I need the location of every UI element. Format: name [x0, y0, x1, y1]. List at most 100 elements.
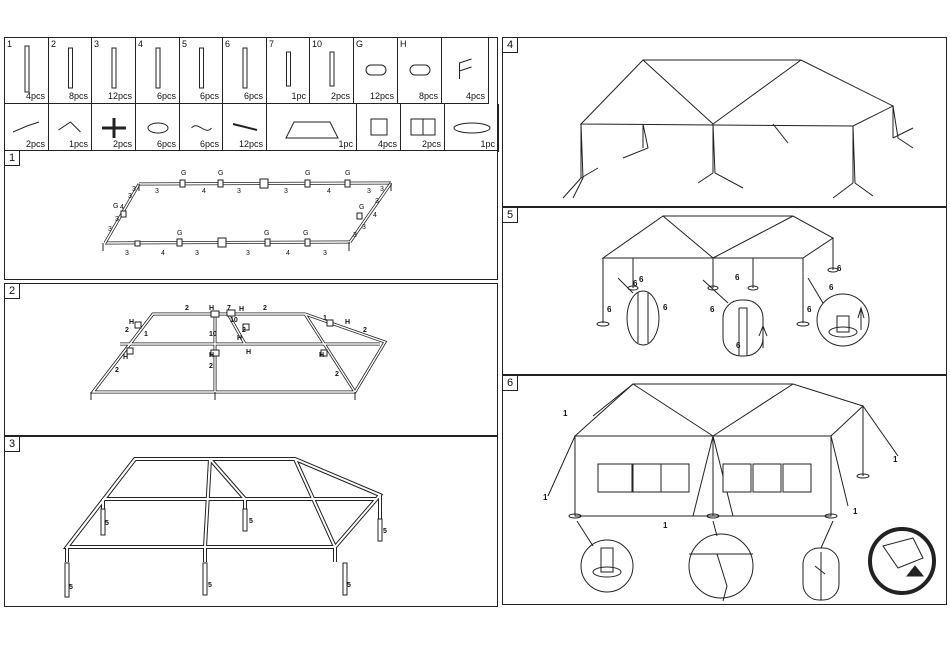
sleeve-connector-icon-part: [366, 65, 386, 75]
short-pole-icon-part: [330, 52, 334, 86]
svg-text:4: 4: [373, 212, 377, 219]
sleeve-connector-icon-part: [410, 65, 430, 75]
part-quantity: 4pcs: [378, 139, 397, 149]
stake-icon-part: [233, 124, 257, 130]
svg-text:6: 6: [663, 303, 668, 312]
part-cell: 28pcs: [49, 38, 92, 104]
cross-connector-icon-part: [102, 118, 126, 138]
part-quantity: 6pcs: [157, 139, 176, 149]
part-quantity: 4pcs: [26, 91, 45, 101]
svg-text:H: H: [209, 352, 214, 359]
pole-icon-part: [112, 48, 116, 88]
svg-text:3: 3: [246, 250, 250, 257]
svg-text:3: 3: [155, 188, 159, 195]
svg-text:2: 2: [335, 371, 339, 378]
svg-text:1: 1: [853, 507, 858, 516]
svg-text:6: 6: [639, 275, 644, 284]
svg-text:5: 5: [383, 528, 387, 535]
svg-text:G: G: [177, 230, 182, 237]
svg-text:G: G: [359, 204, 364, 211]
part-cell: 6pcs: [136, 104, 180, 152]
svg-text:4: 4: [120, 204, 124, 211]
svg-text:5: 5: [208, 582, 212, 589]
svg-text:3: 3: [125, 250, 129, 257]
svg-text:4: 4: [161, 250, 165, 257]
part-id: 6: [225, 39, 230, 49]
part-quantity: 2pcs: [331, 91, 350, 101]
part-cell: 2pcs: [5, 104, 49, 152]
step-number: 1: [5, 151, 20, 166]
svg-text:2: 2: [115, 367, 119, 374]
svg-text:2: 2: [185, 305, 189, 312]
corner-connector-icon-part: [460, 59, 472, 79]
svg-text:H: H: [239, 306, 244, 313]
step-1-diagram: GGGG GGG 343 343 343 343 334 33 334 33 G…: [5, 151, 499, 281]
part-quantity: 6pcs: [200, 139, 219, 149]
part-cell: 12pcs: [223, 104, 267, 152]
svg-text:G: G: [218, 170, 223, 177]
step-6-diagram: 111 11: [503, 376, 948, 606]
svg-text:3: 3: [237, 188, 241, 195]
part-quantity: 6pcs: [244, 91, 263, 101]
part-cell: 6pcs: [180, 104, 223, 152]
step-number: 4: [503, 38, 518, 53]
part-quantity: 1pcs: [69, 139, 88, 149]
part-quantity: 1pc: [338, 139, 353, 149]
part-id: 7: [269, 39, 274, 49]
part-cell: 6 6pcs: [223, 38, 267, 104]
part-cell: 1pcs: [49, 104, 92, 152]
svg-text:G: G: [113, 203, 118, 210]
part-cell: 10 2pcs: [310, 38, 354, 104]
svg-text:1: 1: [144, 331, 148, 338]
part-cell: 4pcs: [442, 38, 489, 104]
part-cell: 2pcs: [92, 104, 136, 152]
step-5-diagram: 666 666 666 6: [503, 208, 948, 376]
part-id: G: [356, 39, 363, 49]
part-id: 5: [182, 39, 187, 49]
svg-text:H: H: [319, 352, 324, 359]
svg-text:H: H: [246, 349, 251, 356]
svg-text:3: 3: [362, 224, 366, 231]
svg-text:7: 7: [227, 305, 231, 312]
svg-text:3: 3: [115, 216, 119, 223]
svg-text:1: 1: [893, 455, 898, 464]
svg-text:6: 6: [736, 341, 741, 350]
step-number: 6: [503, 376, 518, 391]
svg-text:3: 3: [375, 198, 379, 205]
part-id: 10: [312, 39, 322, 49]
short-pole-icon-part: [287, 52, 291, 86]
part-quantity: 2pcs: [26, 139, 45, 149]
foot-plate-icon-part: [148, 123, 168, 133]
part-quantity: 8pcs: [69, 91, 88, 101]
step-3-diagram: 555 555: [5, 437, 499, 608]
svg-text:6: 6: [710, 305, 715, 314]
svg-text:10: 10: [230, 317, 238, 324]
part-quantity: 8pcs: [419, 91, 438, 101]
part-cell: 1pc: [445, 104, 499, 152]
step-number: 3: [5, 437, 20, 452]
part-id: 1: [7, 39, 12, 49]
step-5-panel: 5 666 666 666 6: [502, 207, 947, 375]
part-quantity: 2pcs: [113, 139, 132, 149]
part-cell: 312pcs: [92, 38, 136, 104]
svg-text:H: H: [345, 319, 350, 326]
svg-text:H: H: [237, 335, 242, 342]
canopy-roof-icon-part: [286, 122, 338, 138]
svg-text:2: 2: [242, 327, 246, 334]
svg-text:1: 1: [663, 521, 668, 530]
svg-text:5: 5: [69, 584, 73, 591]
svg-text:G: G: [181, 170, 186, 177]
svg-text:2: 2: [125, 327, 129, 334]
svg-text:G: G: [303, 230, 308, 237]
svg-text:6: 6: [829, 283, 834, 292]
part-quantity: 6pcs: [157, 91, 176, 101]
part-cell: 46pcs: [136, 38, 180, 104]
svg-text:6: 6: [735, 273, 740, 282]
svg-text:H: H: [123, 354, 128, 361]
part-quantity: 4pcs: [466, 91, 485, 101]
